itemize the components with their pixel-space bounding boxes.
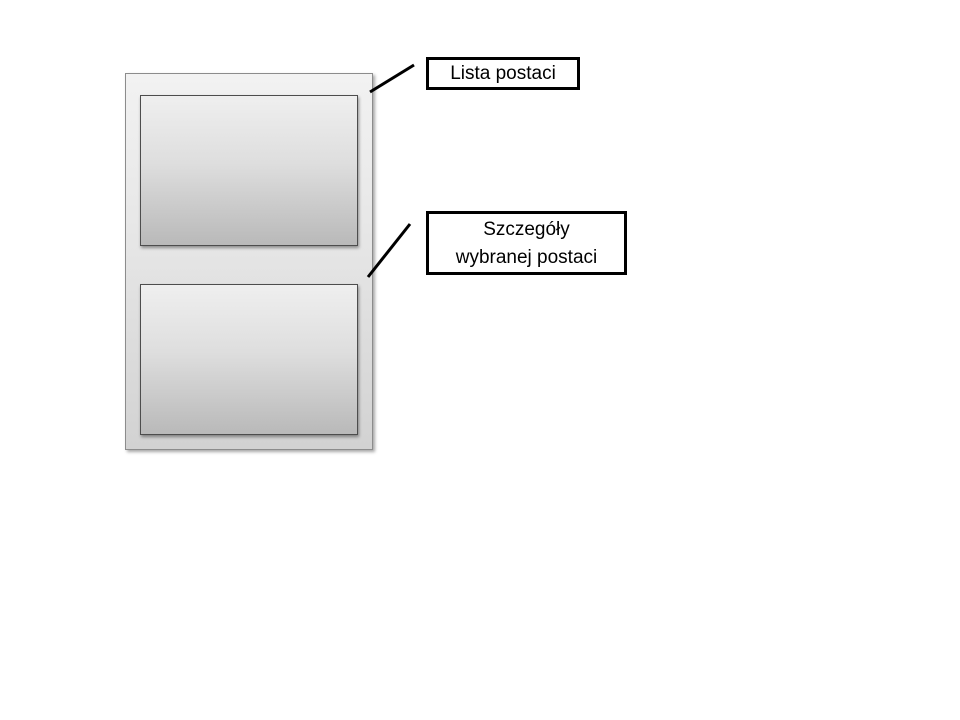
- callout-character-details-line2: wybranej postaci: [455, 247, 598, 268]
- callout-character-list: Lista postaci: [426, 57, 580, 90]
- callout-character-list-label: Lista postaci: [450, 63, 556, 84]
- connector-line-details: [366, 223, 412, 278]
- connector-line-list: [369, 63, 415, 94]
- callout-character-details: Szczegóły wybranej postaci: [426, 211, 627, 275]
- callout-character-details-line1: Szczegóły: [483, 219, 570, 240]
- character-details-pane: [140, 284, 358, 435]
- character-list-pane: [140, 95, 358, 246]
